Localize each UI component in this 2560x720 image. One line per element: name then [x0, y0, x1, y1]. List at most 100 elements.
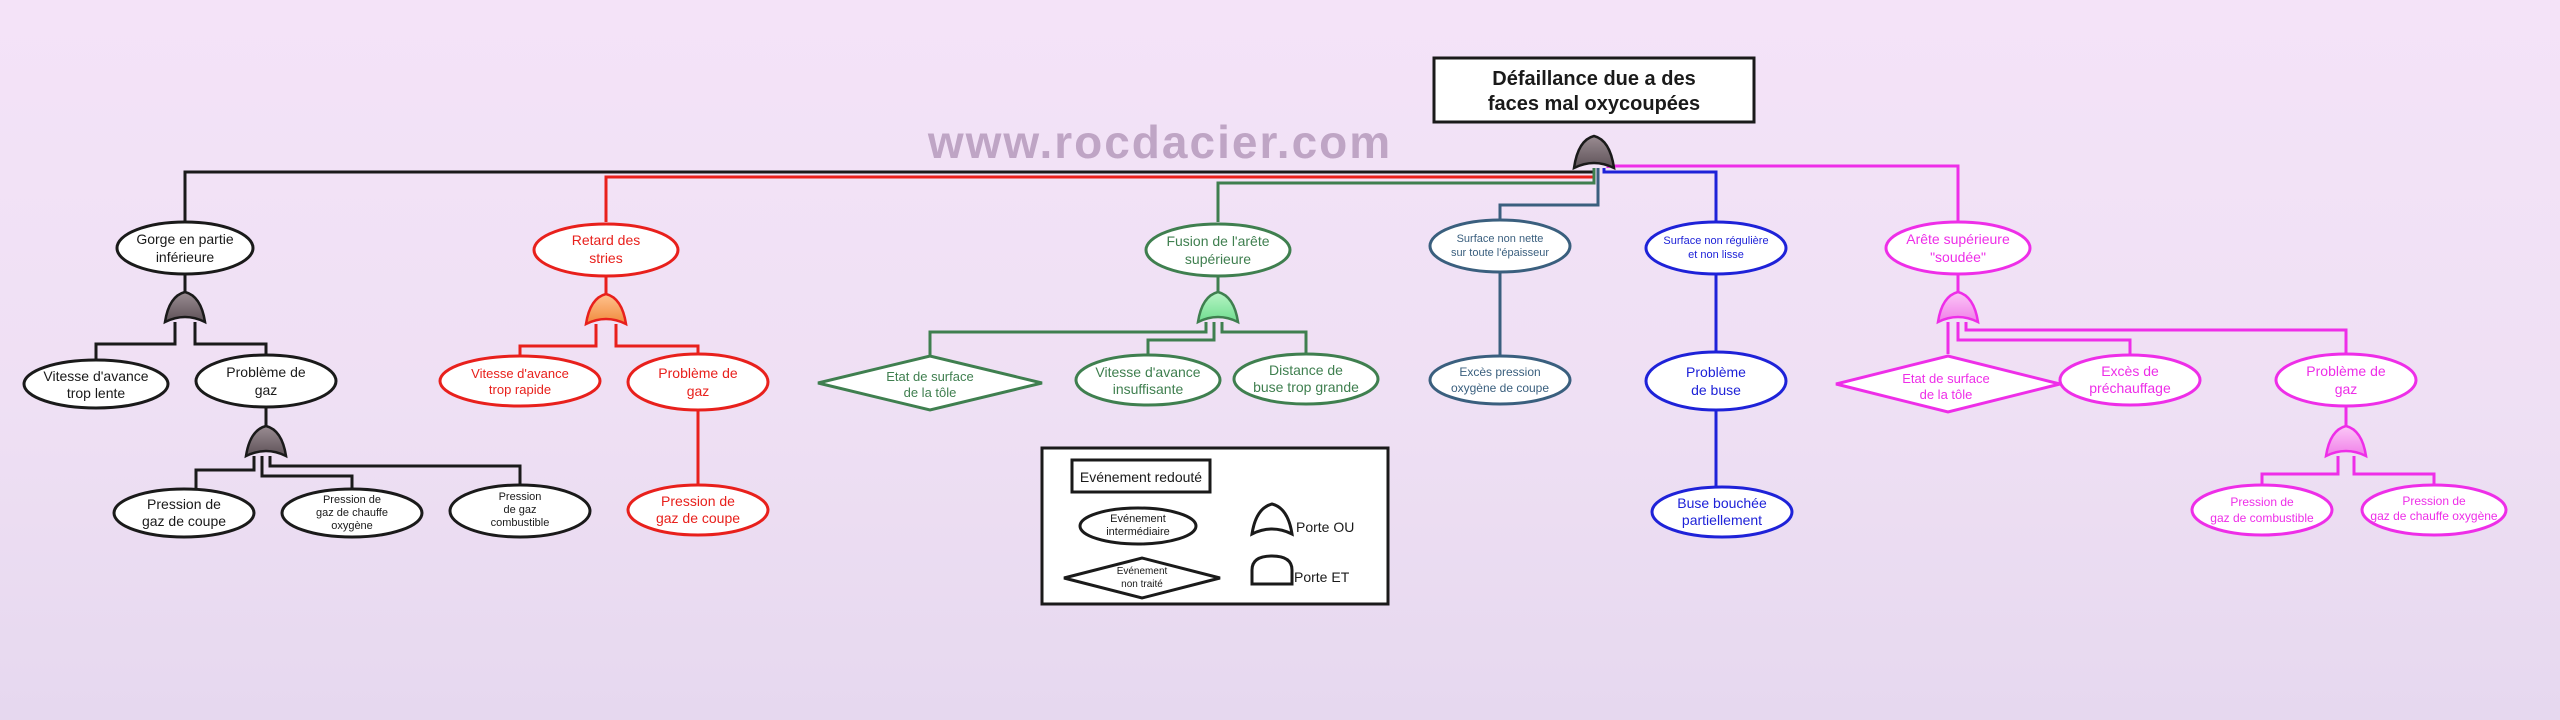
event-vitesse-insuffisante-l2: insuffisante — [1113, 381, 1184, 397]
event-retard — [532, 222, 680, 278]
event-exces-pression — [1428, 354, 1572, 406]
legend-redoute-label: Evénement redouté — [1080, 469, 1202, 485]
event-probleme-gaz-retard — [626, 352, 770, 412]
event-pression-combustible-gorge — [448, 483, 592, 539]
event-pression-combustible-arete — [2190, 483, 2334, 537]
event-distance-buse-l2: buse trop grande — [1253, 379, 1359, 395]
event-buse-bouchee-l1: Buse bouchée — [1677, 495, 1767, 511]
branch-gorge: Gorge en partie inférieure Vitesse d'ava… — [22, 220, 592, 539]
legend-non-traite-l2: non traité — [1121, 579, 1163, 590]
branch-fusion: Fusion de l'arête supérieure Etat de sur… — [817, 222, 1380, 412]
event-pression-combustible-arete-l1: Pression de — [2230, 495, 2294, 509]
event-pression-combustible-gorge-l1: Pression — [499, 491, 542, 503]
legend-porte-ou-label: Porte OU — [1296, 519, 1354, 535]
or-gate-gaz-arete — [2324, 424, 2368, 459]
event-probleme-buse — [1644, 350, 1788, 412]
event-pression-chauffe-gorge-l2: gaz de chauffe — [316, 507, 388, 519]
event-vitesse-rapide-l2: trop rapide — [489, 382, 551, 397]
legend-non-traite-shape — [1063, 556, 1221, 600]
branch-surface-nette: Surface non nette sur toute l'épaisseur … — [1428, 218, 1572, 406]
event-pression-chauffe-arete-l2: gaz de chauffe oxygène — [2370, 509, 2498, 523]
top-event-line1: Défaillance due a des — [1492, 68, 1695, 90]
legend-porte-et-label: Porte ET — [1294, 569, 1350, 585]
event-probleme-gaz-gorge — [194, 353, 338, 409]
or-gate-gaz-gorge — [244, 424, 288, 459]
legend-non-traite-l1: Evénement — [1117, 566, 1168, 577]
event-arete-soudee-l1: Arête supérieure — [1906, 231, 2010, 247]
event-vitesse-rapide — [438, 354, 602, 408]
event-pression-coupe-gorge-l2: gaz de coupe — [142, 513, 226, 529]
event-etat-surface-arete-l1: Etat de surface — [1902, 371, 1989, 386]
event-exces-prechauffage-l2: préchauffage — [2089, 380, 2171, 396]
event-probleme-gaz-arete — [2274, 352, 2418, 408]
event-pression-chauffe-arete-l1: Pression de — [2402, 494, 2466, 508]
event-probleme-gaz-retard-l2: gaz — [687, 383, 710, 399]
event-surface-nette — [1428, 218, 1572, 274]
legend-redoute-box — [1070, 458, 1212, 494]
or-gate-retard — [584, 292, 628, 327]
event-probleme-gaz-retard-l1: Problème de — [658, 365, 738, 381]
event-fusion-l1: Fusion de l'arête — [1166, 233, 1269, 249]
event-arete-soudee-l2: "soudée" — [1930, 249, 1986, 265]
event-gorge — [115, 220, 255, 276]
event-vitesse-lente-l1: Vitesse d'avance — [43, 368, 148, 384]
event-vitesse-insuffisante — [1074, 353, 1222, 407]
or-gate-gorge — [163, 290, 207, 325]
event-exces-pression-l1: Excès pression — [1459, 365, 1540, 379]
event-surface-reguliere-l2: et non lisse — [1688, 249, 1744, 261]
event-probleme-gaz-gorge-l1: Problème de — [226, 364, 306, 380]
legend-intermediaire-l2: intermédiaire — [1106, 526, 1170, 538]
event-etat-surface-fusion-l2: de la tôle — [904, 385, 957, 400]
event-pression-combustible-arete-l2: gaz de combustible — [2210, 511, 2314, 525]
branch-surface-reguliere: Surface non régulière et non lisse Probl… — [1644, 220, 1794, 539]
event-etat-surface-fusion — [817, 354, 1043, 412]
event-surface-nette-l2: sur toute l'épaisseur — [1451, 247, 1549, 259]
event-retard-l1: Retard des — [572, 232, 640, 248]
watermark: www.rocdacier.com — [927, 116, 1392, 168]
event-exces-prechauffage-l1: Excès de — [2101, 363, 2159, 379]
event-fusion — [1144, 222, 1292, 278]
event-probleme-gaz-gorge-l2: gaz — [255, 382, 278, 398]
event-exces-prechauffage — [2058, 353, 2202, 407]
event-exces-pression-l2: oxygène de coupe — [1451, 381, 1549, 395]
event-pression-chauffe-arete — [2360, 483, 2508, 537]
event-fusion-l2: supérieure — [1185, 251, 1251, 267]
event-pression-chauffe-gorge-l3: oxygène — [331, 520, 373, 532]
or-gate-arete — [1936, 290, 1980, 325]
event-surface-nette-l1: Surface non nette — [1457, 233, 1544, 245]
top-event-line2: faces mal oxycoupées — [1488, 93, 1700, 115]
event-pression-coupe-gorge-l1: Pression de — [147, 496, 221, 512]
event-vitesse-insuffisante-l1: Vitesse d'avance — [1095, 364, 1200, 380]
gates — [163, 134, 2368, 459]
event-gorge-l1: Gorge en partie — [136, 231, 233, 247]
branch-arete-soudee: Arête supérieure "soudée" Etat de surfac… — [1835, 220, 2508, 537]
event-gorge-l2: inférieure — [156, 249, 215, 265]
event-etat-surface-arete-l2: de la tôle — [1920, 387, 1973, 402]
event-buse-bouchee-l2: partiellement — [1682, 512, 1762, 528]
legend: Evénement redouté Evénement intermédiair… — [1040, 446, 1390, 606]
event-retard-l2: stries — [589, 250, 622, 266]
event-probleme-gaz-arete-l1: Problème de — [2306, 363, 2386, 379]
event-pression-chauffe-gorge-l1: Pression de — [323, 494, 381, 506]
event-distance-buse-l1: Distance de — [1269, 362, 1343, 378]
or-gate-fusion — [1196, 290, 1240, 325]
event-pression-coupe-retard-l2: gaz de coupe — [656, 510, 740, 526]
branch-retard: Retard des stries Vitesse d'avance trop … — [438, 222, 770, 537]
legend-and-gate-icon — [1250, 554, 1294, 586]
legend-intermediaire-l1: Evénement — [1110, 513, 1166, 525]
event-pression-combustible-gorge-l2: de gaz — [503, 504, 536, 516]
connectors — [94, 164, 2436, 490]
event-pression-coupe-gorge — [112, 487, 256, 539]
or-gate-top — [1572, 134, 1616, 171]
event-probleme-buse-l2: de buse — [1691, 382, 1741, 398]
event-pression-chauffe-gorge — [280, 487, 424, 539]
event-vitesse-lente — [22, 358, 170, 410]
event-etat-surface-fusion-l1: Etat de surface — [886, 369, 973, 384]
legend-or-gate-icon — [1250, 502, 1294, 537]
event-surface-reguliere — [1644, 220, 1788, 276]
legend-intermediaire-shape — [1078, 506, 1198, 546]
event-probleme-gaz-arete-l2: gaz — [2335, 381, 2358, 397]
event-probleme-buse-l1: Problème — [1686, 364, 1746, 380]
